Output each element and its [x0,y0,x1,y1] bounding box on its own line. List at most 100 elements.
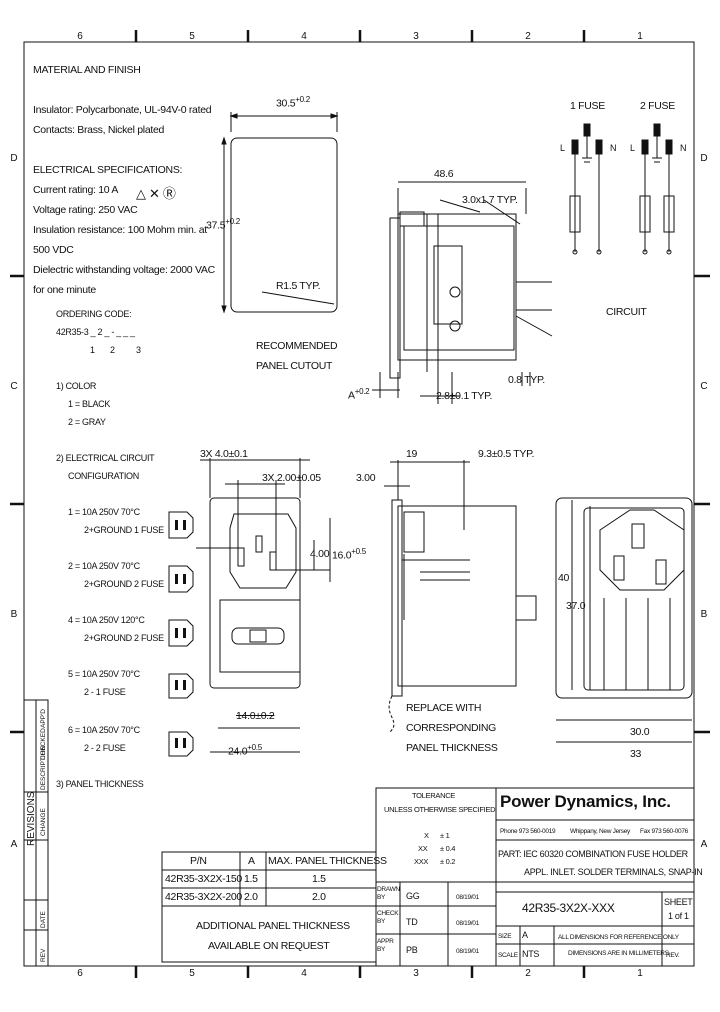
row-label: C [700,381,707,392]
pn-cell: 42R35-3X2X-200 [165,891,242,903]
col-label: 4 [301,31,307,42]
pn-table-grid [161,851,377,963]
replace-note: PANEL THICKNESS [406,742,498,754]
tol-label: XXX [414,857,429,866]
socket-icon [168,511,194,539]
material-title: MATERIAL AND FINISH [33,64,141,76]
cutout-label: PANEL CUTOUT [256,360,333,372]
tol-label: X [424,831,429,840]
sheet-label: SHEET [664,897,693,907]
row-label: C [10,381,17,392]
profile-view [384,460,537,733]
drawn-date: 08/19/01 [456,894,479,901]
dim-3x4: 3X 4.0±0.1 [200,448,248,460]
pn-header: P/N [190,855,207,867]
tol-label: XX [418,844,428,853]
company-phone: Phone 973 560-0019 [500,828,556,835]
check-date: 08/19/01 [456,920,479,927]
row-label: A [701,839,708,850]
pn-cell: 1.5 [244,873,258,885]
dim-30-0: 30.0 [630,726,650,738]
col-label: 1 [637,968,643,979]
revisions-grid [23,699,49,967]
one-fuse-label: 1 FUSE [570,100,605,112]
revisions-labels: REVISIONS REV DATE CHANGE DESCRIPTION CH… [26,709,47,962]
rev-col: CHANGE [40,808,47,836]
cutout-label: RECOMMENDED [256,340,338,352]
pn-header: A [248,855,255,867]
cutout-height-dim: 37.5+0.2 [206,217,240,232]
dims-note: DIMENSIONS ARE IN MILLIMETERS [568,950,669,957]
size-value: A [522,930,528,940]
side-view [372,181,553,404]
revisions-title: REVISIONS [26,791,37,846]
config-line: 2 - 2 FUSE [84,743,126,753]
row-label: D [10,153,17,164]
check-label: CHECK BY [377,910,399,925]
rev-col: APP'D [40,709,47,728]
row-label: B [701,609,708,620]
part-number: 42R35-3X2X-XXX [522,901,615,915]
col-label: 1 [637,31,643,42]
pn-header: MAX. PANEL THICKNESS [268,855,387,867]
pn-cell: 2.0 [312,891,326,903]
two-fuse-label: 2 FUSE [640,100,675,112]
dim-37-0: 37.0 [566,600,586,612]
config-line: 1 = 10A 250V 70°C [68,507,140,517]
dim-3-00: 3.00 [356,472,376,484]
elec-title: ELECTRICAL SPECIFICATIONS: [33,164,183,176]
dim-48-6: 48.6 [434,168,454,180]
col-label: 5 [189,968,195,979]
dim-40: 40 [558,572,570,584]
dim-24-0: 24.0+0.5 [228,743,262,758]
company-logo: Power Dynamics, Inc. [500,792,671,811]
sheet-value: 1 of 1 [668,911,689,921]
rev-label: REV. [666,952,680,959]
scale-label: SCALE [498,952,518,959]
rev-col: REV [40,948,47,962]
dim-3x2: 3X 2.00±0.05 [262,472,321,484]
tolerance-subtitle: UNLESS OTHERWISE SPECIFIED [384,805,496,814]
replace-note: CORRESPONDING [406,722,497,734]
dim-14-0: 14.0±0.2 [236,710,275,722]
config-line: 5 = 10A 250V 70°C [68,669,140,679]
circuit-label: CIRCUIT [606,306,647,318]
drawn-label: DRAWN BY [377,886,400,901]
tolerance-title: TOLERANCE [412,791,456,800]
cutout-width-dim: 30.5+0.2 [276,95,310,110]
pn-note: ADDITIONAL PANEL THICKNESS [196,920,350,932]
config-line: 2 - 1 FUSE [84,687,126,697]
row-label: D [700,153,707,164]
config-line: 2+GROUND 2 FUSE [84,579,164,589]
insulation-note-1: Insulation resistance: 100 Mohm min. at [33,224,207,236]
insulator-note: Insulator: Polycarbonate, UL-94V-0 rated [33,104,212,116]
col-label: 5 [189,31,195,42]
pn-cell: 42R35-3X2X-150 [165,873,242,885]
line-label: L [630,143,635,153]
current-rating: Current rating: 10 A [33,184,119,196]
circuit-config-title: 2) ELECTRICAL CIRCUIT [56,453,155,463]
dielectric-note-1: Dielectric withstanding voltage: 2000 VA… [33,264,215,276]
rev-col: CHECKED [40,728,47,760]
col-label: 3 [413,31,419,42]
circuit-config-title: CONFIGURATION [68,471,139,481]
replace-note: REPLACE WITH [406,702,482,714]
dim-2-8: 2.8±0.1 TYP. [436,390,493,402]
col-label: 4 [301,968,307,979]
company-city: Whippany, New Jersey [570,828,630,835]
part-description: PART: IEC 60320 COMBINATION FUSE HOLDER [498,849,688,859]
col-label: 2 [525,31,531,42]
dielectric-note-2: for one minute [33,284,96,296]
pn-note: AVAILABLE ON REQUEST [208,940,330,952]
zone-labels: 6 5 4 3 2 1 6 5 4 3 2 1 D C B A D C B A [10,31,707,979]
config-line: 2 = 10A 250V 70°C [68,561,140,571]
dim-3x1-7: 3.0x1.7 TYP. [462,194,518,206]
ordering-code: 42R35-3 _ 2 _ - _ _ _ [56,327,135,337]
config-line: 6 = 10A 250V 70°C [68,725,140,735]
tol-value: ± 1 [440,831,450,840]
color-option: 1 = BLACK [68,399,111,409]
color-option: 2 = GRAY [68,417,106,427]
dim-16-0: 16.0+0.5 [332,547,366,562]
